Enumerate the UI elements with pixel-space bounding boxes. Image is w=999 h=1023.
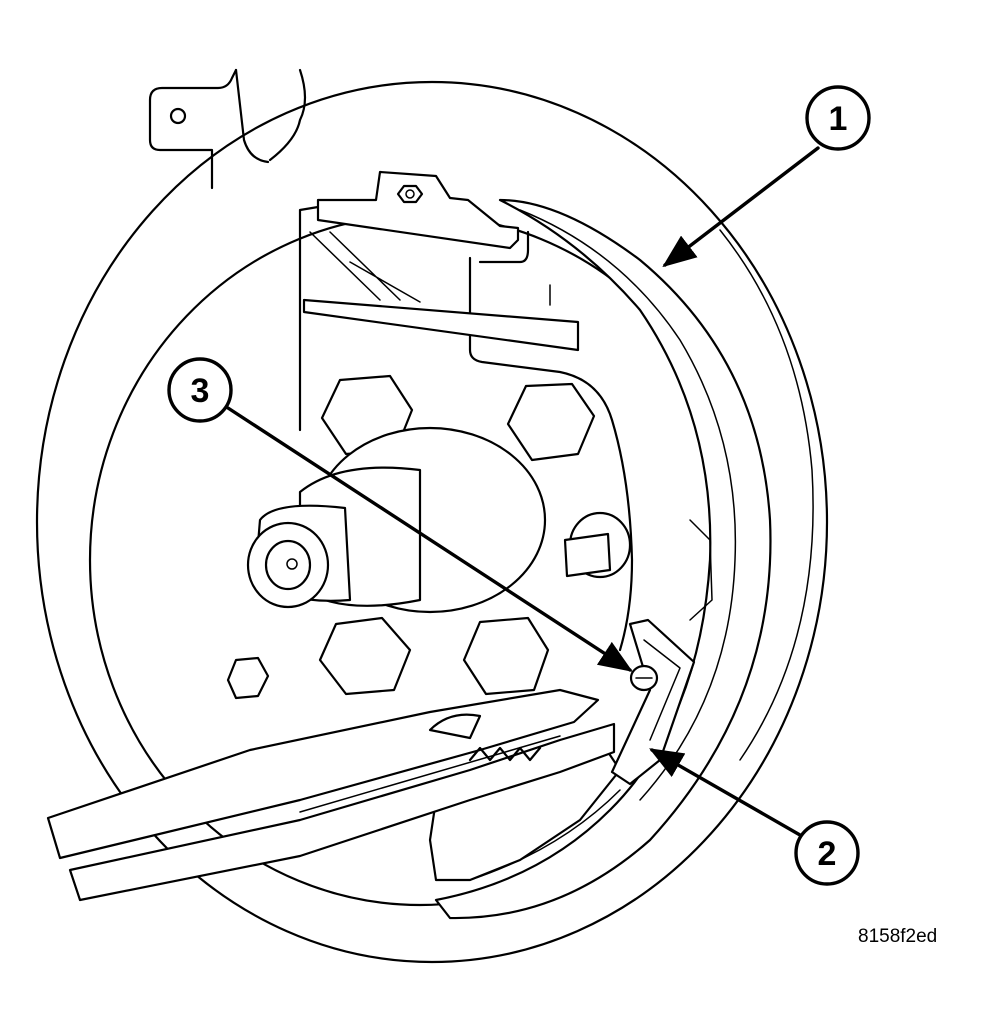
mounting-bracket bbox=[148, 68, 307, 190]
callout-2: 2 bbox=[794, 820, 860, 886]
strut-rod bbox=[302, 231, 580, 352]
callout-3: 3 bbox=[167, 357, 233, 423]
callout-2-label: 2 bbox=[818, 835, 837, 873]
callout-1-label: 1 bbox=[829, 100, 848, 138]
callout-leaders bbox=[226, 146, 820, 837]
hold-down-clip bbox=[610, 618, 696, 786]
callout-1: 1 bbox=[805, 85, 871, 151]
callout-3-label: 3 bbox=[191, 372, 210, 410]
axle-spindle bbox=[246, 426, 547, 614]
pliers-tool bbox=[46, 688, 616, 902]
anchor-stud bbox=[563, 511, 632, 579]
figure-id-label: 8158f2ed bbox=[858, 926, 938, 947]
retaining-pin bbox=[629, 664, 659, 692]
upper-bracket bbox=[316, 170, 520, 250]
